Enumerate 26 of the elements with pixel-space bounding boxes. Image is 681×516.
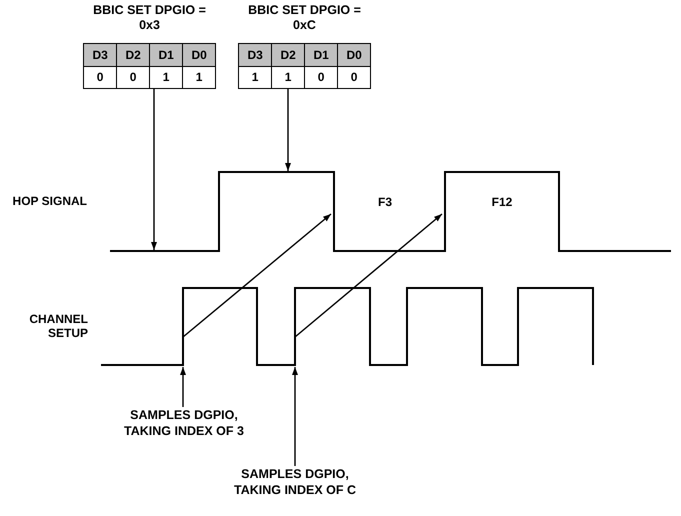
bit-header-cell: D1 [149,43,184,67]
arrow [292,367,298,466]
bit-value-cell: 1 [182,66,216,90]
bit-header-cell: D1 [304,43,338,67]
table-heading: BBIC SET DPGIO = 0x3 [92,3,207,33]
bit-value-cell: 0 [83,66,118,90]
callout-text: SAMPLES DGPIO, TAKING INDEX OF 3 [108,408,260,439]
bit-header-cell: D2 [116,43,150,67]
arrow [285,88,291,171]
bit-header-cell: D3 [83,43,118,67]
frequency-label: F3 [376,195,393,209]
bit-value-cell: 0 [337,66,372,90]
callout-text: SAMPLES DGPIO, TAKING INDEX OF C [217,467,373,498]
bit-header-cell: D0 [182,43,216,67]
arrow [151,88,157,250]
frequency-label: F12 [490,195,514,209]
register-table [83,3,216,88]
register-table [238,3,371,88]
bit-header-cell: D0 [337,43,372,67]
arrow [180,367,186,407]
bit-value-cell: 1 [238,66,272,90]
table-heading: BBIC SET DPGIO = 0xC [247,3,362,33]
bit-header-cell: D2 [271,43,306,67]
bit-header-cell: D3 [238,43,272,67]
signal-name: CHANNEL SETUP [28,312,88,340]
signal-name: HOP SIGNAL [12,194,87,208]
